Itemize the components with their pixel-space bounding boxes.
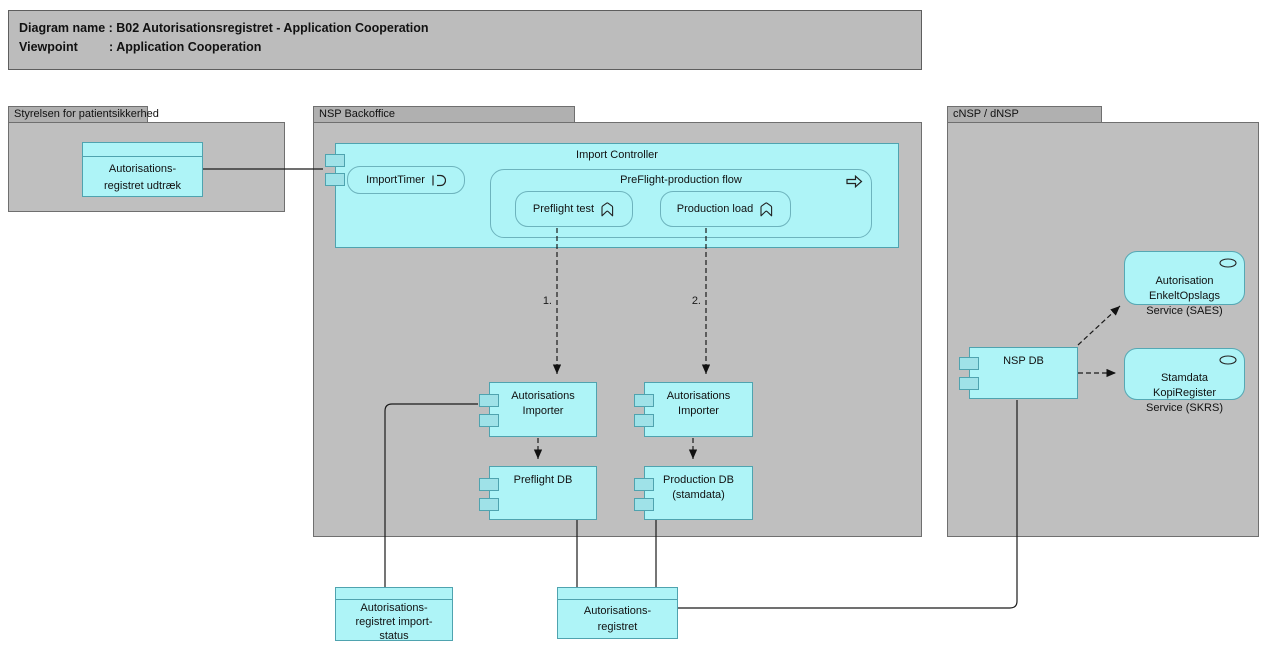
node-production-load: Production load <box>660 191 791 227</box>
diagram-title-block: Diagram name : B02 Autorisationsregistre… <box>8 10 922 70</box>
node-label: Production load <box>676 203 754 215</box>
diagram-viewpoint: Viewpoint : Application Cooperation <box>19 40 262 54</box>
node-nsp-db: NSP DB <box>959 347 1078 399</box>
node-label: Autorisation EnkeltOpslags Service (SAES… <box>1146 275 1223 317</box>
node-label: Autorisations Importer <box>666 390 731 417</box>
component-tab-icon <box>959 357 979 370</box>
node-autorisationsregistret-udtraek: Autorisations- registret udtræk <box>82 142 203 197</box>
node-autorisationsregistret: Autorisations- registret <box>557 587 678 639</box>
group-nsp-backoffice-label: NSP Backoffice <box>319 108 396 120</box>
service-ellipse-icon <box>1219 355 1237 365</box>
edge-label-step2: 2. <box>691 295 701 307</box>
node-skrs-service: Stamdata KopiRegister Service (SKRS) <box>1124 348 1245 414</box>
event-icon <box>432 174 446 186</box>
component-tab-icon <box>479 414 499 427</box>
compartment-divider <box>336 599 452 600</box>
node-label: Autorisations- registret import- status <box>355 602 433 642</box>
node-label: Import Controller <box>576 149 658 161</box>
node-production-db: Production DB (stamdata) <box>634 466 753 520</box>
component-tab-icon <box>634 478 654 491</box>
component-tab-icon <box>479 394 499 407</box>
node-label: PreFlight-production flow <box>620 174 742 186</box>
node-label: ImportTimer <box>366 174 425 186</box>
component-tab-icon <box>634 394 654 407</box>
component-tab-icon <box>479 498 499 511</box>
edge-label-step1: 1. <box>542 295 552 307</box>
node-preflight-db: Preflight DB <box>479 466 597 520</box>
node-label: Production DB (stamdata) <box>663 474 734 501</box>
component-tab-icon <box>959 377 979 390</box>
component-tab-icon <box>634 414 654 427</box>
node-label: Stamdata KopiRegister Service (SKRS) <box>1145 372 1224 414</box>
group-cnsp-label: cNSP / dNSP <box>953 108 1019 120</box>
component-tab-icon <box>634 498 654 511</box>
node-label: Autorisations- registret <box>583 605 652 633</box>
node-autorisations-importer-2: Autorisations Importer <box>634 382 753 437</box>
node-importtimer: ImportTimer <box>347 166 465 194</box>
node-autorisationsregistret-import-status: Autorisations- registret import- status <box>335 587 453 642</box>
component-tab-icon <box>479 478 499 491</box>
compartment-divider <box>558 599 677 600</box>
diagram-name: Diagram name : B02 Autorisationsregistre… <box>19 21 429 35</box>
node-saes-service: Autorisation EnkeltOpslags Service (SAES… <box>1124 251 1245 317</box>
function-icon <box>601 201 614 216</box>
node-label: Preflight test <box>532 203 595 215</box>
node-label: Preflight DB <box>513 474 573 486</box>
node-label: Autorisations Importer <box>511 390 575 417</box>
group-styrelsen-tab: Styrelsen for patientsikkerhed <box>8 106 159 123</box>
node-preflight-test: Preflight test <box>515 191 633 227</box>
component-tab-icon <box>325 154 345 167</box>
service-ellipse-icon <box>1219 258 1237 268</box>
function-icon <box>760 201 773 216</box>
component-tab-icon <box>325 173 345 186</box>
node-autorisations-importer-1: Autorisations Importer <box>479 382 597 437</box>
group-cnsp-tab: cNSP / dNSP <box>947 106 1102 123</box>
group-styrelsen-label: Styrelsen for patientsikkerhed <box>14 108 159 120</box>
group-nsp-backoffice-tab: NSP Backoffice <box>313 106 575 123</box>
node-label: Autorisations- registret udtræk <box>103 163 182 192</box>
node-label: NSP DB <box>1003 355 1044 367</box>
process-arrow-icon <box>846 175 863 188</box>
group-cnsp <box>947 122 1259 537</box>
compartment-divider <box>83 156 202 157</box>
